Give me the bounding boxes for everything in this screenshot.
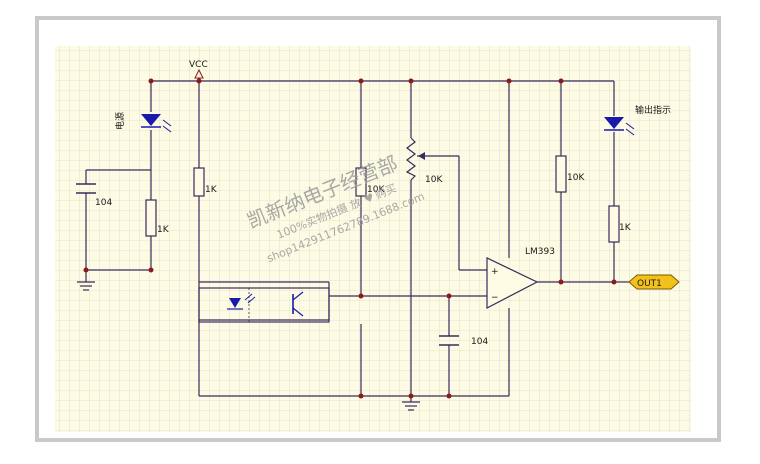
r4-value: 10K	[567, 173, 585, 183]
comparator-plus: +	[491, 267, 499, 277]
c2-value: 104	[471, 337, 488, 347]
ground-left	[77, 281, 95, 291]
r3-value: 10K	[367, 185, 385, 195]
grid-lines	[55, 46, 691, 432]
left-led	[141, 114, 172, 133]
schematic-canvas: 电源 输出指示 104 104 1K 1K 10K 10K 1K 10K + −	[55, 46, 691, 432]
comparator-label: LM393	[525, 247, 555, 257]
schematic-frame: 电源 输出指示 104 104 1K 1K 10K 10K 1K 10K + −	[35, 16, 721, 442]
r5-value: 1K	[619, 223, 632, 233]
junction-nodes	[83, 78, 617, 399]
ground-bottom	[402, 401, 420, 411]
comparator-minus: −	[491, 293, 499, 303]
r2-value: 1K	[205, 185, 218, 195]
out1-tag	[628, 274, 680, 290]
capacitor-c1	[76, 183, 96, 194]
vcc-label: VCC	[189, 60, 208, 70]
heart-icon: ♥	[362, 191, 376, 207]
comparator-lm393	[486, 257, 539, 309]
resistors	[145, 155, 620, 243]
pot-value: 10K	[425, 175, 443, 185]
vcc-symbol	[194, 68, 204, 79]
out1-label: OUT1	[637, 279, 662, 289]
led-right-label: 输出指示	[635, 104, 671, 116]
led-left-label: 电源	[114, 112, 126, 130]
wires	[85, 78, 629, 402]
c1-value: 104	[95, 198, 112, 208]
r1-value: 1K	[157, 225, 170, 235]
potentiometer	[405, 137, 425, 181]
right-led	[604, 117, 635, 136]
optocoupler	[198, 287, 330, 323]
capacitor-c2	[439, 335, 459, 346]
